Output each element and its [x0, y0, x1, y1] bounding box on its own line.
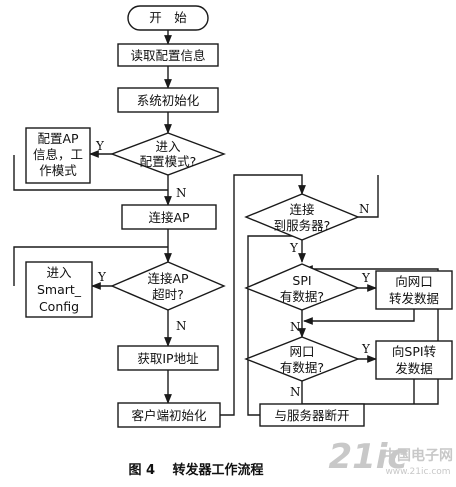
watermark-url: www.21ic.com [385, 467, 450, 477]
smartconfig-line-1: 进入 [46, 265, 72, 280]
node-disconnect: 与服务器断开 [259, 403, 365, 427]
node-config-ap: 配置AP 信息，工 作模式 [25, 127, 91, 184]
label-y-spi: Y [361, 271, 371, 285]
spi-data-diamond [244, 263, 360, 311]
edge-client-server [220, 174, 306, 416]
label-n-config: N [176, 186, 187, 200]
spi-data-line-1: SPI [292, 273, 311, 288]
watermark-name: 中国电子网 [383, 447, 453, 464]
node-read-config: 读取配置信息 [117, 43, 219, 67]
smartconfig-line-3: Config [39, 299, 79, 314]
get-ip-label: 获取IP地址 [137, 351, 199, 366]
start-label: 开 始 [149, 10, 187, 25]
enter-config-diamond [110, 132, 226, 176]
start-terminal [127, 5, 209, 31]
read-config-box [117, 43, 219, 67]
disconnect-label: 与服务器断开 [274, 408, 349, 423]
smartconfig-box [25, 261, 93, 318]
spi-data-line-2: 有数据? [280, 289, 324, 304]
edge-disconnect-return [247, 235, 302, 416]
to-spi-line-2: 发数据 [395, 361, 433, 376]
to-net-box [375, 270, 453, 310]
node-connect-ap: 连接AP [121, 204, 217, 230]
ap-timeout-line-2: 超时? [152, 287, 184, 302]
node-to-spi: 向SPI转 发数据 [375, 340, 453, 380]
node-get-ip: 获取IP地址 [117, 345, 219, 371]
server-conn-diamond [244, 193, 360, 241]
to-net-line-2: 转发数据 [389, 291, 439, 306]
enter-config-line-2: 配置模式? [140, 154, 197, 169]
net-data-line-2: 有数据? [280, 360, 324, 375]
label-y-server: Y [289, 241, 299, 255]
config-ap-line-3: 作模式 [39, 163, 77, 178]
client-init-box [117, 402, 221, 428]
ap-timeout-line-1: 连接AP [147, 271, 189, 286]
figure-caption: 图 4 转发器工作流程 [128, 462, 263, 478]
edge-smart-return [13, 246, 168, 286]
enter-config-line-1: 进入 [155, 139, 181, 154]
connect-ap-label: 连接AP [148, 210, 190, 225]
net-data-line-1: 网口 [289, 344, 314, 359]
sys-init-box [117, 87, 219, 113]
node-net-data: 网口 有数据? [244, 336, 360, 382]
server-conn-line-1: 连接 [289, 202, 315, 217]
to-spi-box [375, 340, 453, 380]
node-enter-config: 进入 配置模式? [110, 132, 226, 176]
edge-server-no-retry [358, 175, 379, 218]
connect-ap-box [121, 204, 217, 230]
to-net-line-1: 向网口 [395, 274, 433, 289]
read-config-label: 读取配置信息 [130, 48, 205, 63]
node-server-conn: 连接 到服务器? [244, 193, 360, 241]
net-data-diamond [244, 336, 360, 382]
node-start: 开 始 [127, 5, 209, 31]
label-y-net: Y [361, 342, 371, 356]
smartconfig-line-2: Smart_ [37, 282, 82, 297]
node-to-net: 向网口 转发数据 [375, 270, 453, 310]
edge-labels: Y N Y N N Y Y N Y N [95, 139, 371, 399]
ap-timeout-diamond [110, 261, 226, 311]
config-ap-box [25, 127, 91, 184]
label-n-server: N [359, 202, 370, 216]
server-conn-line-2: 到服务器? [274, 218, 331, 233]
label-y-timeout: Y [97, 270, 107, 284]
node-client-init: 客户端初始化 [117, 402, 221, 428]
client-init-label: 客户端初始化 [131, 408, 207, 423]
edge-net-no-loop [301, 265, 439, 405]
label-n-timeout: N [176, 319, 187, 333]
label-n-net: N [290, 385, 301, 399]
node-spi-data: SPI 有数据? [244, 263, 360, 311]
watermark-logo: 21ic 中国电子网 www.21ic.com [328, 437, 453, 477]
node-sys-init: 系统初始化 [117, 87, 219, 113]
label-y-config: Y [95, 139, 105, 153]
connectors [13, 30, 439, 416]
config-ap-line-2: 信息，工 [33, 147, 83, 162]
label-n-spi: N [290, 320, 301, 334]
config-ap-line-1: 配置AP [37, 131, 79, 146]
get-ip-box [117, 345, 219, 371]
edge-config-return [13, 155, 168, 191]
disconnect-box [259, 403, 365, 427]
to-spi-line-1: 向SPI转 [392, 344, 436, 359]
sys-init-label: 系统初始化 [137, 93, 200, 108]
watermark-logo-text: 21ic [328, 437, 407, 477]
node-ap-timeout: 连接AP 超时? [110, 261, 226, 311]
node-smartconfig: 进入 Smart_ Config [25, 261, 93, 318]
